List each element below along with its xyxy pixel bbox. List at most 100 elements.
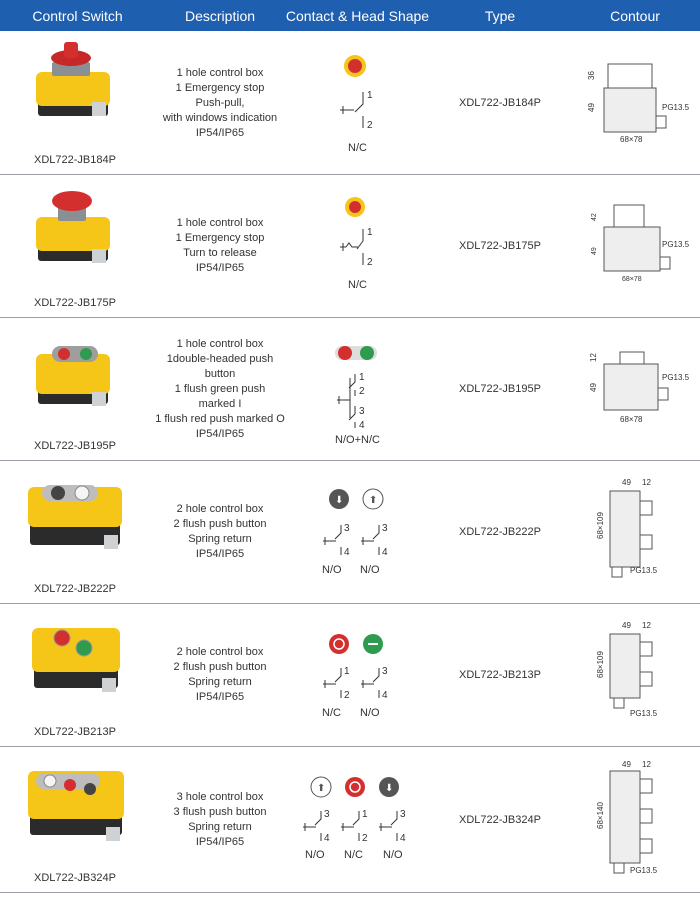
dim-label: 68×109	[596, 651, 605, 678]
contact-diagram: 1 2 3 4 N/C N/O	[285, 604, 430, 746]
contact-number: 3	[324, 809, 330, 820]
dim-label: 68×78	[622, 276, 642, 283]
desc-line: IP54/IP65	[195, 262, 245, 274]
desc-line: Push-pull,	[195, 96, 245, 109]
contact-number: 2	[362, 833, 368, 844]
product-photo: XDL722-JB213P	[0, 604, 155, 746]
type-value: XDL722-JB222P	[459, 526, 541, 538]
contact-number: 2	[359, 386, 365, 397]
type-cell: XDL722-JB175P	[430, 175, 570, 317]
model-name: XDL722-JB213P	[34, 726, 116, 738]
description: 1 hole control box 1 Emergency stop Turn…	[155, 175, 285, 317]
table-header: Control Switch Description Contact & Hea…	[0, 0, 700, 31]
contact-diagram: ⬆ ⬇ 3 4 1 2 3 4 N/O N/C N/O	[285, 747, 430, 892]
contour-svg: 49 12 68×140 PG13.5	[596, 760, 658, 875]
desc-line: 2 flush push button	[173, 661, 267, 673]
desc-line: IP54/IP65	[195, 835, 245, 848]
contact-number: 4	[324, 833, 330, 844]
product-photo: XDL722-JB195P	[0, 318, 155, 460]
model-name: XDL722-JB195P	[34, 440, 116, 452]
contact-diagram: 1 2 3 4 N/O+N/C	[285, 318, 430, 460]
table-row: XDL722-JB195P 1 hole control box 1double…	[0, 318, 700, 461]
control-box-image	[36, 346, 110, 406]
svg-text:⬇: ⬇	[335, 495, 343, 506]
dim-label: 36	[587, 71, 596, 80]
table-row: XDL722-JB184P 1 hole control box 1 Emerg…	[0, 32, 700, 175]
contact-number: 2	[367, 120, 373, 131]
pg-label: PG13.5	[630, 566, 658, 575]
control-box-image	[36, 42, 110, 116]
contact-type-label: N/C	[348, 142, 367, 154]
contact-type-label: N/C	[322, 707, 341, 719]
control-box-image	[28, 771, 124, 841]
pg-label: PG13.5	[662, 240, 690, 249]
contour-drawing: 36 49 68×78 PG13.5	[570, 32, 700, 174]
type-cell: XDL722-JB222P	[430, 461, 570, 603]
description: 3 hole control box 3 flush push button S…	[155, 747, 285, 892]
contact-number: 1	[362, 809, 368, 820]
desc-line: 1 flush green push marked I	[174, 382, 266, 410]
contact-type-label: N/O+N/C	[335, 434, 380, 446]
model-name: XDL722-JB222P	[34, 583, 116, 595]
contact-number: 1	[359, 372, 365, 383]
contact-number: 4	[382, 547, 388, 558]
type-value: XDL722-JB195P	[459, 383, 541, 395]
dim-label: 49	[622, 760, 631, 769]
control-box-image	[32, 628, 120, 692]
svg-text:⬆: ⬆	[369, 495, 377, 506]
contact-type-label: N/C	[348, 279, 367, 291]
contour-svg: 42 49 68×78 PG13.5	[591, 204, 690, 283]
desc-line: 1 hole control box	[176, 217, 264, 229]
desc-line: IP54/IP65	[195, 126, 245, 139]
desc-line: IP54/IP65	[195, 691, 245, 703]
dim-label: 12	[642, 478, 651, 487]
header-contact-head-shape: Contact & Head Shape	[285, 7, 430, 24]
contact-diagram: 1 2 N/C	[285, 32, 430, 174]
contact-type-label: N/C	[344, 849, 363, 861]
dim-label: 49	[622, 478, 631, 487]
desc-line: 2 hole control box	[176, 646, 264, 658]
description: 2 hole control box 2 flush push button S…	[155, 604, 285, 746]
dim-label: 68×78	[620, 415, 643, 424]
contact-type-label: N/O	[360, 707, 380, 719]
desc-line: Turn to release	[183, 247, 257, 259]
svg-text:⬇: ⬇	[385, 783, 393, 794]
dim-label: 49	[589, 383, 598, 392]
contour-svg: 36 49 68×78 PG13.5	[587, 63, 690, 144]
product-photo: XDL722-JB184P	[0, 32, 155, 174]
description: 1 hole control box 1 Emergency stop Push…	[155, 32, 285, 174]
product-photo: XDL722-JB175P	[0, 175, 155, 317]
table-row: XDL722-JB324P 3 hole control box 3 flush…	[0, 747, 700, 893]
desc-line: 1 Emergency stop	[175, 232, 265, 244]
contact-type-label: N/O	[360, 564, 380, 576]
desc-line: 1double-headed push button	[166, 352, 274, 380]
header-description: Description	[184, 7, 256, 24]
control-box-image	[28, 485, 122, 549]
dim-label: 68×109	[596, 512, 605, 539]
type-cell: XDL722-JB213P	[430, 604, 570, 746]
contact-symbol: 1 2 3 4	[323, 634, 388, 701]
desc-line: Spring return	[188, 676, 252, 688]
product-photo: XDL722-JB324P	[0, 747, 155, 892]
dim-label: 49	[587, 103, 596, 112]
contact-symbol: 1 2	[340, 55, 373, 131]
type-cell: XDL722-JB184P	[430, 32, 570, 174]
contact-type-label: N/O	[305, 849, 325, 861]
model-name: XDL722-JB175P	[34, 297, 116, 309]
contact-symbol: ⬇ ⬆ 3 4 3 4	[323, 488, 388, 558]
contact-diagram: ⬇ ⬆ 3 4 3 4 N/O N/O	[285, 461, 430, 603]
contact-number: 3	[359, 406, 365, 417]
contour-drawing: 49 12 68×140 PG13.5	[570, 747, 700, 892]
dim-label: 68×78	[620, 135, 643, 144]
type-cell: XDL722-JB324P	[430, 747, 570, 892]
type-value: XDL722-JB184P	[459, 97, 541, 109]
contour-svg: 12 49 68×78 PG13.5	[589, 351, 690, 424]
contact-symbol: 1 2	[340, 197, 373, 268]
contact-symbol: 1 2 3 4	[335, 346, 377, 431]
type-value: XDL722-JB213P	[459, 669, 541, 681]
header-contour: Contour	[610, 7, 660, 24]
product-photo: XDL722-JB222P	[0, 461, 155, 603]
description: 1 hole control box 1double-headed push b…	[155, 318, 285, 460]
desc-line: Spring return	[188, 533, 252, 545]
desc-line: 3 hole control box	[176, 790, 264, 803]
